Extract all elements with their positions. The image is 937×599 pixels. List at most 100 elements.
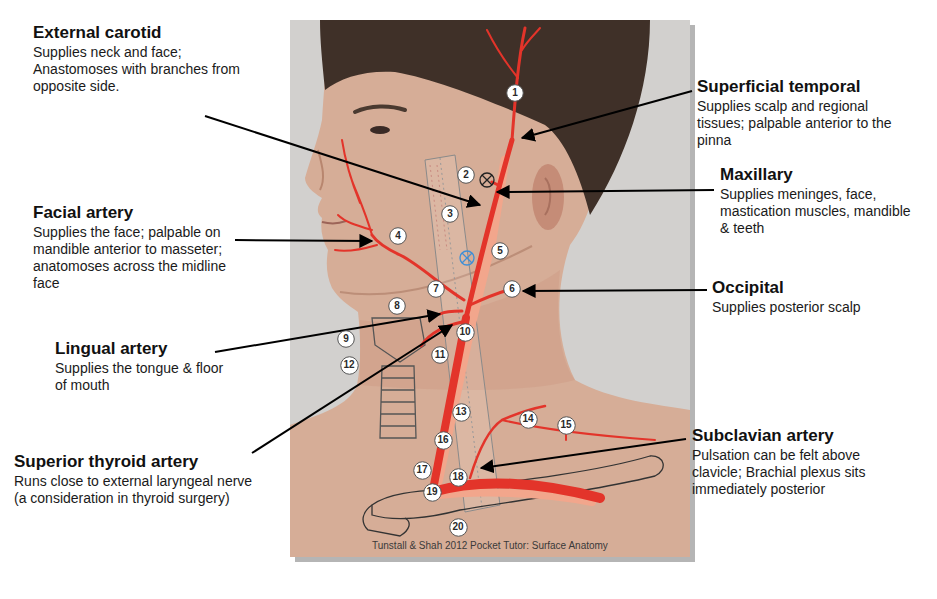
superior-thyroid: [421, 322, 462, 346]
nose-shade: [318, 150, 323, 190]
number-circle-shape: [432, 347, 449, 364]
callout-number: 9: [337, 330, 355, 348]
leader-arrow: [205, 116, 480, 205]
eye: [370, 126, 390, 134]
trachea: [380, 366, 416, 438]
superficial-temporal: [512, 28, 525, 140]
pulse-symbol: [480, 173, 494, 187]
number-circle-shape: [428, 281, 445, 298]
ear-fold: [545, 178, 550, 215]
callout-text: Supplies scalp and regional tissues; pal…: [697, 98, 912, 149]
callout-number-text: 15: [560, 420, 571, 430]
leader-arrow: [215, 314, 440, 352]
manubrium: [363, 505, 409, 536]
number-circle-shape: [434, 431, 451, 448]
leader-arrow: [481, 439, 686, 468]
number-circle-shape: [452, 403, 469, 420]
callout-heading: Lingual artery: [55, 339, 230, 359]
callout-number-text: 11: [435, 350, 446, 360]
callout-number: 15: [557, 416, 576, 435]
number-circle-shape: [442, 206, 459, 223]
ear: [532, 164, 564, 230]
temporal-branch: [522, 28, 540, 50]
callout-number-text: 3: [447, 209, 453, 219]
number-circle-shape: [492, 243, 509, 260]
callout-number-text: 16: [437, 435, 448, 445]
facial: [372, 235, 464, 300]
callout-text: Supplies neck and face; Anastomoses with…: [33, 44, 243, 95]
callout-number-text: 12: [343, 360, 354, 370]
number-circle-shape: [519, 410, 536, 427]
pulse-symbol: [460, 251, 474, 265]
callout-number-text: 2: [463, 170, 469, 180]
callout-number: 7: [427, 280, 445, 298]
arteries: [335, 28, 655, 502]
callout-heading: Maxillary: [720, 165, 920, 185]
leader-arrows: [205, 91, 714, 468]
trachea-rings: [381, 378, 416, 426]
number-circle-shape: [389, 298, 406, 315]
callout-number: 20: [449, 518, 468, 537]
occipital: [470, 290, 508, 305]
callout-heading: Facial artery: [33, 203, 233, 223]
watermark: Tunstall & Shah 2012 Pocket Tutor: Surfa…: [372, 540, 608, 552]
callout-number: 3: [441, 205, 459, 223]
callout-text: Supplies the face; palpable on mandible …: [33, 224, 233, 292]
callout-number-text: 17: [416, 465, 427, 475]
callout-number-text: 8: [394, 301, 400, 311]
callout-number: 2: [457, 166, 475, 184]
number-circle-shape: [456, 323, 473, 340]
callout-number: 11: [431, 346, 449, 364]
facial-branches: [335, 140, 377, 251]
leader-arrow: [235, 240, 372, 241]
callout-number: 12: [340, 356, 359, 375]
callout-number-text: 14: [522, 414, 533, 424]
muscle-outline: [425, 155, 500, 512]
callout-number-text: 10: [459, 327, 470, 337]
clavicle-outline: [363, 456, 663, 536]
callout-heading: External carotid: [33, 23, 243, 43]
callout-number-text: 9: [343, 334, 349, 344]
person: [290, 20, 690, 557]
hair: [320, 20, 650, 215]
callout-number: 5: [491, 242, 509, 260]
callout-number: 17: [413, 461, 432, 480]
callout-heading: Superficial temporal: [697, 77, 912, 97]
callout-text: Runs close to external laryngeal nerve (…: [14, 473, 254, 507]
callout-number: 18: [449, 468, 468, 487]
callout-number: 8: [388, 297, 406, 315]
number-circle-shape: [458, 167, 475, 184]
number-circle-shape: [338, 331, 355, 348]
leader-arrow: [523, 290, 707, 291]
callout-number-text: 5: [497, 246, 503, 256]
callout-number-text: 6: [509, 284, 515, 294]
callout-number: 4: [389, 227, 407, 245]
number-circle-shape: [390, 228, 407, 245]
number-circle-shape: [413, 461, 430, 478]
callout-number-text: 20: [452, 522, 463, 532]
callout-heading: Superior thyroid artery: [14, 452, 254, 472]
callout-number: 1: [506, 84, 524, 102]
number-circle-shape: [340, 356, 357, 373]
eyebrow: [355, 106, 405, 112]
mouth: [322, 221, 346, 223]
number-circle-shape: [423, 483, 440, 500]
callout-number-text: 7: [433, 284, 439, 294]
callout-number-text: 4: [395, 231, 401, 241]
number-circle-shape: [449, 468, 466, 485]
leader-arrow: [252, 325, 452, 453]
callout-number-text: 13: [455, 407, 466, 417]
leader-arrow: [522, 91, 692, 138]
number-circle-shape: [507, 85, 524, 102]
callout-number: 13: [452, 403, 471, 422]
callout-text: Supplies the tongue & floor of mouth: [55, 360, 230, 394]
callout-number: 19: [423, 483, 442, 502]
callout-text: Supplies meninges, face, mastication mus…: [720, 186, 920, 237]
pulse-cross: [482, 175, 492, 185]
callout-text: Supplies posterior scalp: [712, 299, 912, 316]
common-carotid: [432, 318, 466, 495]
callout-number: 14: [519, 410, 538, 429]
callout-number-text: 1: [512, 88, 518, 98]
clavicle: [372, 456, 663, 519]
callout-number: 16: [434, 431, 453, 450]
